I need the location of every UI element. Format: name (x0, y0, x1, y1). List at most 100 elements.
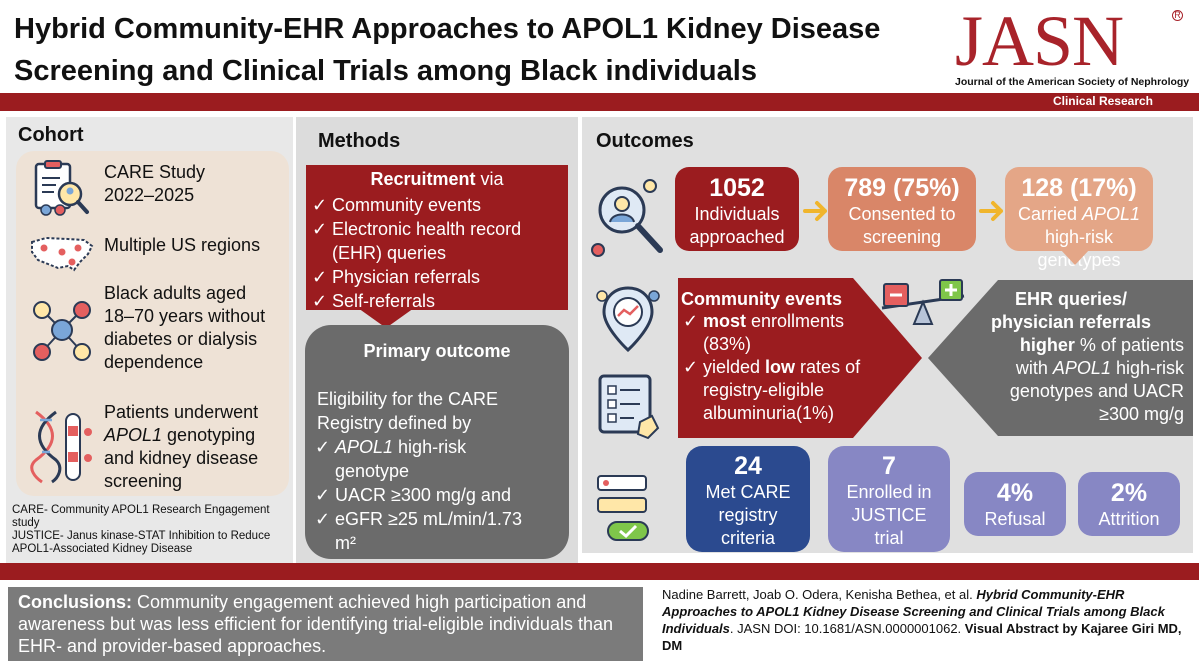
list-item: ✓eGFR ≥25 mL/min/1.73 (315, 509, 522, 529)
footer-bar (0, 563, 1199, 580)
cohort-heading: Cohort (18, 124, 84, 146)
location-analytics-icon (596, 286, 660, 353)
consented-label-2: screening (862, 227, 942, 247)
attrition-percent: 2% (1110, 479, 1148, 507)
footnote-care: CARE- Community APOL1 Research Engagemen… (12, 504, 270, 516)
list-item-continuation: (EHR) queries (332, 243, 447, 263)
primary-outcome-box: Primary outcome Eligibility for the CARE… (305, 325, 569, 559)
recruitment-box: Recruitment via ✓Community events ✓Elect… (306, 165, 568, 313)
met-criteria-label-2: registry (718, 505, 778, 525)
enrolled-label-1: Enrolled in (846, 482, 932, 502)
met-criteria-box: 24 Met CARE registry criteria (686, 446, 810, 552)
ehr-line-4: with APOL1 high-risk (1015, 358, 1184, 378)
eligibility-line-2: Registry defined by (317, 413, 472, 433)
check-icon: ✓ (315, 437, 331, 457)
ehr-heading-2: physician referrals (990, 312, 1152, 332)
checklist-hand-icon (598, 374, 660, 440)
met-criteria-label-3: criteria (720, 528, 775, 548)
population-line-1: Black adults aged (104, 283, 247, 303)
recruitment-title-bold: Recruitment (370, 169, 476, 189)
journal-subtitle: Journal of the American Society of Nephr… (955, 76, 1190, 88)
check-icon: ✓ (315, 509, 331, 529)
arrow-right-icon (979, 201, 1003, 221)
check-icon: ✓ (312, 195, 328, 215)
carried-box: 128 (17%) Carried APOL1 high-risk genoty… (1005, 167, 1153, 270)
methods-heading: Methods (318, 130, 401, 152)
check-icon: ✓ (312, 291, 328, 311)
title-line-1: Hybrid Community-EHR Approaches to APOL1… (14, 13, 881, 45)
regions-text: Multiple US regions (104, 235, 261, 255)
attrition-box: 2% Attrition (1078, 472, 1180, 536)
consented-count: 789 (75%) (844, 174, 960, 202)
cohort-footnotes: CARE- Community APOL1 Research Engagemen… (12, 504, 270, 556)
genotyping-line-3: and kidney disease (104, 448, 259, 468)
carried-label-1: Carried APOL1 (1017, 204, 1141, 224)
recruitment-pointer (358, 308, 414, 328)
list-item: ✓Community events (312, 195, 482, 215)
genotyping-line-1: Patients underwent (104, 402, 259, 422)
community-events-text: Community events ✓most enrollments (83%)… (681, 288, 891, 425)
gene-name: APOL1 (104, 425, 163, 445)
check-icon: ✓ (683, 311, 699, 331)
consented-box: 789 (75%) Consented to screening (828, 167, 976, 251)
recruitment-list: ✓Community events ✓Electronic health rec… (310, 193, 521, 313)
list-item: ✓Physician referrals (312, 267, 481, 287)
list-item: ✓Self-referrals (312, 291, 436, 311)
citation-title: Hybrid Community-EHR Approaches to APOL1… (662, 587, 1165, 636)
section-label: Clinical Research (1052, 94, 1153, 108)
study-name: CARE Study (104, 162, 206, 182)
ehr-referrals-text: EHR queries/ physician referrals higher … (958, 288, 1184, 426)
page-title: Hybrid Community-EHR Approaches to APOL1… (14, 8, 944, 92)
recruitment-title: Recruitment via (306, 169, 568, 190)
carried-count: 128 (17%) (1021, 174, 1137, 202)
population-text: Black adults aged 18–70 years without di… (104, 282, 265, 374)
list-item-continuation: (83%) (703, 334, 752, 354)
footnote-care-cont: study (12, 517, 40, 529)
ehr-heading-1: EHR queries/ (1014, 289, 1128, 309)
eligibility-line-1: Eligibility for the CARE (317, 389, 499, 409)
registered-mark-icon: R (1172, 10, 1183, 21)
ehr-line-3: higher % of patients (1019, 335, 1184, 355)
form-checkmark-icon (597, 475, 649, 541)
genotyping-text: Patients underwent APOL1 genotyping and … (104, 401, 258, 493)
journal-brand: JASN R Journal of the American Society o… (955, 1, 1190, 88)
eligibility-text: Eligibility for the CARE Registry define… (317, 387, 498, 435)
study-years: 2022–2025 (104, 185, 195, 205)
citation-doi: . JASN DOI: 10.1681/ASN.0000001062. (729, 621, 965, 636)
primary-outcome-title: Primary outcome (363, 341, 511, 361)
footnote-justice: JUSTICE- Janus kinase-STAT Inhibition to… (12, 530, 271, 542)
header-bar: Clinical Research (0, 93, 1199, 111)
citation-credit: Visual Abstract by Kajaree Giri MD, DM (662, 621, 1182, 653)
enrolled-box: 7 Enrolled in JUSTICE trial (828, 446, 950, 552)
approached-label-1: Individuals (694, 204, 780, 224)
recruitment-title-rest: via (475, 169, 504, 189)
ehr-referrals-shape (928, 280, 1193, 436)
list-item-continuation: registry-eligible (703, 380, 825, 400)
community-events-shape (678, 278, 922, 438)
check-icon: ✓ (315, 485, 331, 505)
genotyping-line-2: APOL1 genotyping (104, 424, 258, 447)
community-events-heading: Community events (681, 289, 843, 309)
outcomes-heading: Outcomes (596, 130, 694, 152)
check-icon: ✓ (312, 267, 328, 287)
enrolled-label-2: JUSTICE (851, 505, 927, 525)
refusal-percent: 4% (996, 479, 1034, 507)
list-item-continuation: albuminuria(1%) (703, 403, 835, 423)
list-item: ✓UACR ≥300 mg/g and (315, 485, 511, 505)
list-item: ✓yielded low rates of (683, 357, 861, 377)
dna-chromosome-icon (30, 410, 92, 484)
approached-label-2: approached (689, 227, 785, 247)
conclusion-text: Community engagement achieved high parti… (18, 592, 613, 656)
title-line-2: Screening and Clinical Trials among Blac… (14, 55, 757, 87)
attrition-label: Attrition (1098, 509, 1160, 529)
population-line-3: diabetes or dialysis (104, 329, 258, 349)
approached-box: 1052 Individuals approached (675, 167, 799, 251)
enrolled-count: 7 (882, 452, 896, 480)
criteria-list: ✓APOL1 high-risk genotype ✓UACR ≥300 mg/… (313, 435, 522, 555)
carried-box-pointer (1060, 249, 1090, 265)
citation-authors: Nadine Barrett, Joab O. Odera, Kenisha B… (662, 587, 977, 602)
conclusion-box: Conclusions: Community engagement achiev… (8, 587, 643, 661)
list-item-continuation: m² (335, 533, 356, 553)
list-item-continuation: genotype (335, 461, 410, 481)
journal-logo: JASN (955, 1, 1124, 81)
